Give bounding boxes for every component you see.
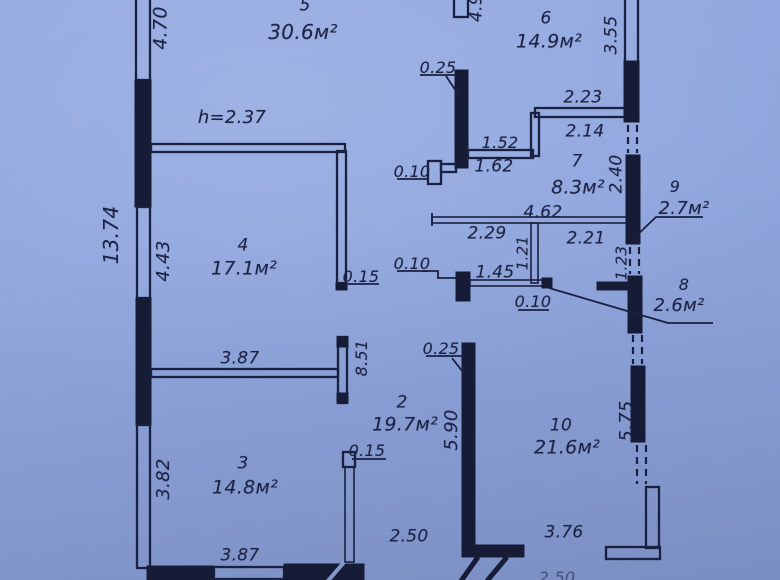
dim-room3-width: 3.87 — [220, 545, 260, 566]
dim-room2-bottom: 2.50 — [389, 526, 429, 547]
dim-win-top-left: 4.70 — [149, 6, 172, 50]
room-9-number: 9 — [669, 177, 681, 196]
dim-corr-462: 4.62 — [523, 202, 563, 223]
dim-loggia-240: 2.40 — [606, 154, 627, 194]
room-6-number: 6 — [540, 8, 552, 29]
room-3-area: 14.8м² — [211, 476, 279, 499]
dim-hall-162: 1.62 — [474, 156, 514, 177]
dim-room4-width: 3.87 — [220, 348, 260, 369]
dim-col-top: 0.25 — [419, 58, 457, 77]
dim-room3-left: 3.82 — [153, 458, 174, 500]
ceiling-height-label: h=2.37 — [197, 107, 267, 128]
dim-hall-214: 2.14 — [565, 121, 605, 142]
dim-corr-229: 2.29 — [467, 223, 507, 244]
top-center-wall — [452, 0, 470, 19]
dim-room6-right: 3.55 — [601, 15, 622, 55]
room-6-area: 14.9м² — [515, 30, 583, 53]
dim-thick-010-a: 0.10 — [393, 162, 431, 181]
dim-left-total: 13.74 — [99, 205, 123, 265]
wall-room4-room3 — [149, 335, 349, 405]
niche-walls — [422, 270, 553, 302]
room-5-area: 30.6м² — [268, 20, 338, 44]
room-2-area: 19.7м² — [371, 413, 439, 436]
dim-room10-bottom: 3.76 — [544, 522, 584, 543]
dim-room4-left: 4.43 — [153, 240, 174, 282]
dim-thick-010-c: 0.10 — [514, 292, 552, 311]
dim-wall-015-a: 0.15 — [342, 267, 380, 286]
dim-top-partial: 4.9 — [466, 0, 487, 22]
room-7-area: 8.3м² — [551, 176, 605, 199]
wall-room8-room9 — [596, 281, 631, 291]
room-8-number: 8 — [678, 275, 690, 294]
dim-niche-145: 1.45 — [475, 262, 515, 283]
outer-right-wall — [604, 0, 662, 561]
room-4-area: 17.1м² — [210, 257, 278, 280]
wall-room2-room10 — [458, 342, 525, 580]
dim-loggia-123: 1.23 — [612, 245, 631, 281]
dim-thick-010-b: 0.10 — [393, 254, 431, 273]
dim-corr-221: 2.21 — [566, 228, 606, 249]
dim-col-mid: 0.25 — [422, 339, 460, 358]
room-10-number: 10 — [549, 415, 573, 436]
wall-room2-left-stub — [341, 450, 357, 563]
room-8-area: 2.6м² — [653, 295, 705, 316]
room-10-area: 21.6м² — [533, 436, 601, 459]
outer-bottom-wall — [146, 558, 365, 580]
dim-hall-152: 1.52 — [481, 133, 519, 152]
dim-room10-right: 5.75 — [616, 400, 637, 442]
dimension-marks — [346, 74, 549, 460]
dim-niche-121: 1.21 — [513, 235, 532, 271]
outer-left-wall — [134, 0, 152, 570]
dim-bottom-partial: 2.50 — [538, 568, 576, 580]
room-9-area: 2.7м² — [658, 198, 710, 219]
wall-room5-room4 — [149, 142, 348, 291]
room-2-number: 2 — [396, 392, 408, 413]
dim-room2-right: 5.90 — [441, 409, 462, 451]
column-top — [454, 69, 469, 169]
leader-lines — [548, 216, 713, 324]
dim-wall-015-b: 0.15 — [348, 441, 386, 460]
room-7-number: 7 — [571, 151, 583, 172]
room-4-number: 4 — [237, 235, 249, 256]
room-5-number: 5 — [299, 0, 311, 16]
dim-hall-223: 2.23 — [563, 87, 603, 108]
room-3-number: 3 — [237, 453, 249, 474]
dim-stub-851: 8.51 — [352, 339, 371, 377]
